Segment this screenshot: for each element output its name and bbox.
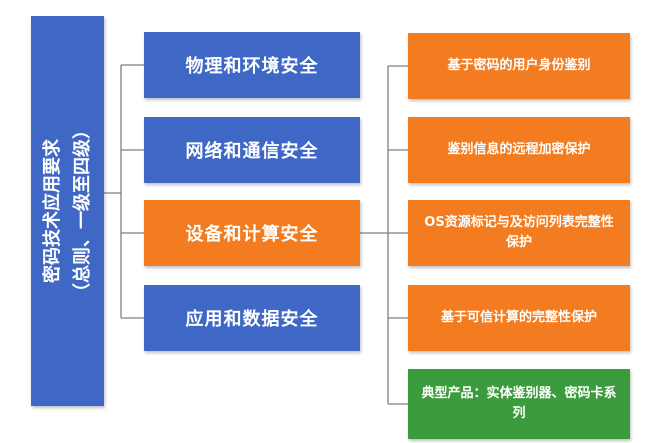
category-label: 设备和计算安全 — [185, 224, 319, 245]
detail-trusted-computing: 基于可信计算的完整性保护 — [408, 285, 630, 351]
detail-label: OS资源标记与及访问列表完整性保护 — [424, 215, 614, 250]
root-node: 密码技术应用要求 （总则、一级至四级） — [31, 16, 104, 406]
category-device-computing: 设备和计算安全 — [144, 200, 360, 266]
root-subtitle: （总则、一级至四级） — [71, 121, 93, 301]
detail-user-authentication: 基于密码的用户身份鉴别 — [408, 33, 630, 99]
root-label: 密码技术应用要求 （总则、一级至四级） — [38, 121, 98, 301]
category-label: 网络和通信安全 — [185, 141, 319, 162]
detail-os-resource-integrity: OS资源标记与及访问列表完整性保护 — [408, 200, 630, 266]
detail-remote-encryption: 鉴别信息的远程加密保护 — [408, 117, 630, 183]
detail-label: 基于可信计算的完整性保护 — [440, 310, 597, 325]
category-label: 物理和环境安全 — [185, 56, 319, 77]
category-network-communication: 网络和通信安全 — [144, 117, 360, 183]
detail-label: 基于密码的用户身份鉴别 — [447, 58, 591, 73]
root-title: 密码技术应用要求 — [41, 139, 63, 283]
detail-label: 典型产品：实体鉴别器、密码卡系列 — [421, 386, 617, 421]
category-application-data: 应用和数据安全 — [144, 285, 360, 351]
detail-typical-products: 典型产品：实体鉴别器、密码卡系列 — [408, 369, 630, 439]
category-label: 应用和数据安全 — [185, 309, 319, 330]
detail-label: 鉴别信息的远程加密保护 — [447, 142, 591, 157]
category-physical-environment: 物理和环境安全 — [144, 32, 360, 98]
